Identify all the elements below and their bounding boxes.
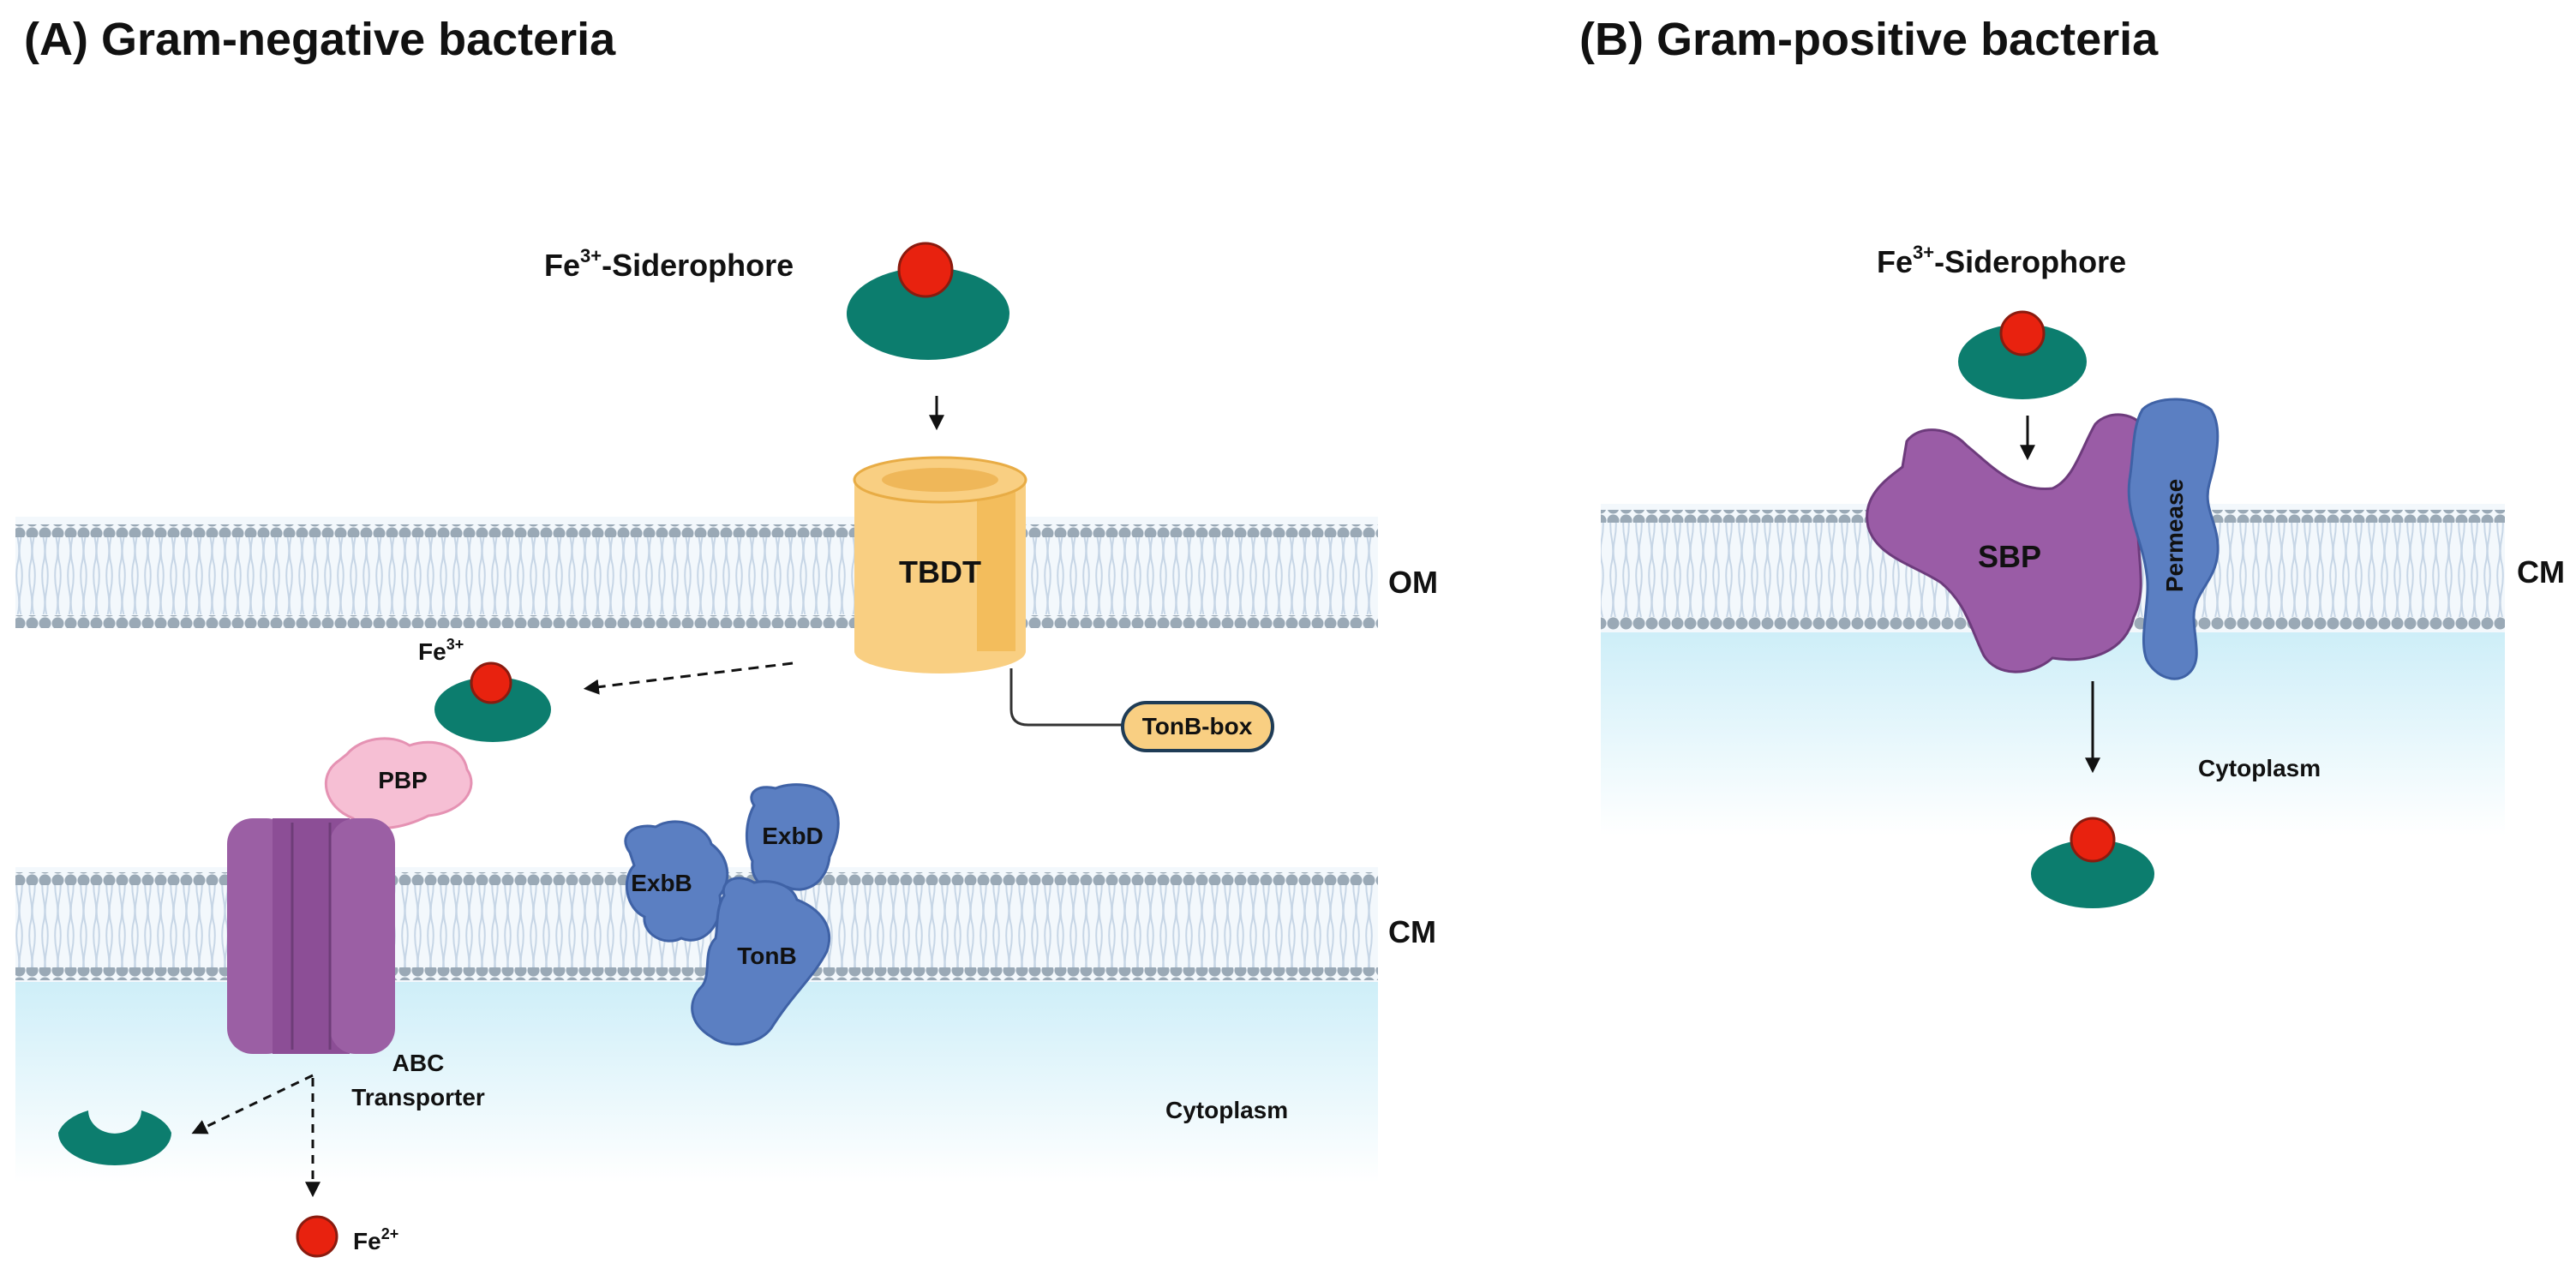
tbdt-label: TBDT <box>899 554 981 590</box>
tonb-box <box>1121 701 1274 752</box>
panel-a: (A) Gram-negative bacteria Fe3+-Sideroph… <box>15 14 1438 1258</box>
exbb-label: ExbB <box>631 870 692 896</box>
exb-tonb-complex <box>624 783 840 1046</box>
exbd-protein <box>745 783 840 891</box>
outer-membrane <box>15 517 1378 628</box>
permease-protein <box>2127 398 2220 680</box>
tonb-label: TonB <box>737 943 796 969</box>
cm-label-b: CM <box>2517 554 2565 590</box>
siderophore-periplasm <box>434 661 551 742</box>
panel-b: (B) Gram-positive bacteria Fe3+-Sideroph… <box>1579 14 2565 908</box>
panel-a-title: (A) Gram-negative bacteria <box>24 14 616 65</box>
cm-label-a: CM <box>1388 914 1436 949</box>
permease-label: Permease <box>2161 479 2188 592</box>
sbp-label: SBP <box>1978 539 2041 574</box>
fe3-label: Fe3+ <box>418 636 464 665</box>
apo-siderophore <box>58 1110 171 1165</box>
tonb-protein <box>691 877 831 1046</box>
cytoplasm-label-b: Cytoplasm <box>2198 755 2321 781</box>
sbp-protein <box>1866 413 2150 673</box>
tonb-box-label: TonB-box <box>1142 713 1253 739</box>
siderophore-top-a <box>847 242 1009 360</box>
pbp-protein <box>324 737 473 830</box>
siderophore-label-a: Fe3+-Siderophore <box>544 245 794 283</box>
pbp-label: PBP <box>378 767 428 793</box>
tbdt-barrel <box>853 456 1027 673</box>
tonb-box-connector <box>1009 668 1124 727</box>
exbd-label: ExbD <box>762 823 824 849</box>
fe2-label: Fe2+ <box>353 1225 398 1254</box>
fe2-ion <box>296 1215 338 1258</box>
cytoplasm-label-a: Cytoplasm <box>1165 1097 1288 1123</box>
abc-label-line1: ABC <box>392 1050 445 1076</box>
siderophore-cytoplasm-b <box>2031 817 2154 908</box>
om-label: OM <box>1388 565 1438 600</box>
abc-transporter <box>227 818 395 1054</box>
exbb-protein <box>624 820 729 943</box>
panel-b-title: (B) Gram-positive bacteria <box>1579 14 2159 65</box>
siderophore-label-b: Fe3+-Siderophore <box>1877 242 2126 279</box>
arrow-to-apo-siderophore <box>191 1074 314 1134</box>
arrow-to-periplasm <box>583 661 794 695</box>
siderophore-top-b <box>1958 310 2087 399</box>
cytoplasm-region-b <box>1601 630 2505 835</box>
abc-label-line2: Transporter <box>351 1084 485 1110</box>
